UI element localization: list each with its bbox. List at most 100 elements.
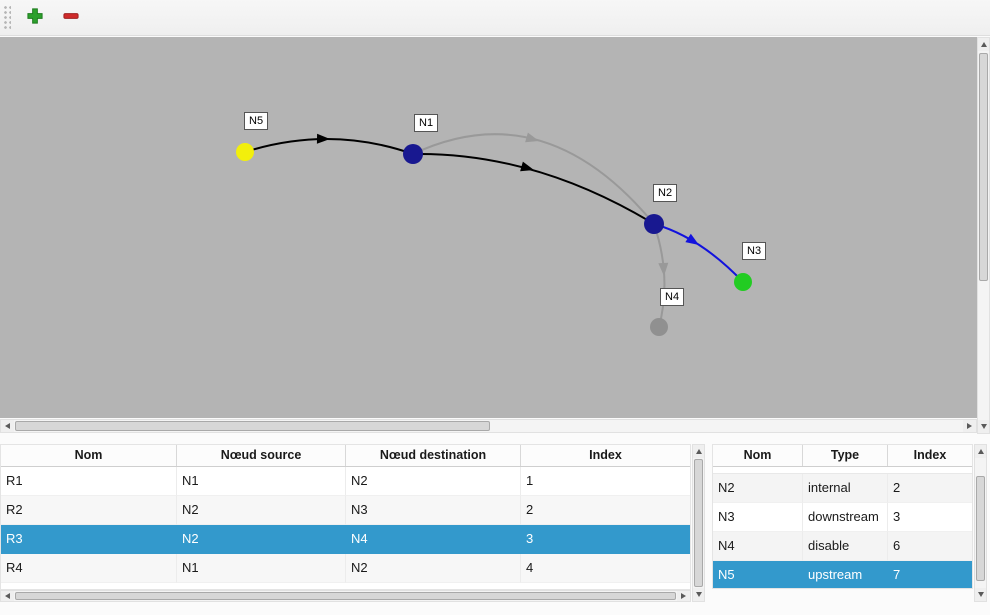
table-cell: R1 (1, 467, 177, 496)
column-header-nom[interactable]: Nom (713, 445, 803, 466)
table-cell: R2 (1, 496, 177, 525)
table-row-N5[interactable]: N5 upstream 7 (713, 561, 972, 588)
scroll-right-button[interactable] (963, 420, 976, 432)
scroll-right-button[interactable] (677, 591, 690, 601)
scroll-left-button[interactable] (1, 420, 14, 432)
table-cell: downstream (803, 503, 888, 532)
table-empty-space (1, 583, 690, 589)
nodes-vscrollbar[interactable] (974, 444, 987, 602)
scroll-thumb[interactable] (15, 421, 490, 431)
table-cell: R3 (6, 531, 23, 546)
scroll-down-button[interactable] (693, 588, 704, 601)
node-label-N2[interactable]: N2 (653, 184, 678, 202)
column-header-index[interactable]: Index (913, 448, 947, 462)
table-cell: N4 (351, 531, 368, 546)
table-cell: N3 (346, 496, 521, 525)
scroll-thumb[interactable] (15, 592, 676, 600)
scroll-track[interactable] (693, 458, 704, 588)
edge-N5-N1[interactable] (244, 138, 414, 155)
arrow-left-icon (5, 423, 10, 429)
arrow-down-icon (980, 424, 987, 429)
table-cell: N1 (177, 467, 346, 496)
table-cell: 1 (521, 467, 690, 496)
arrow-right-icon (967, 423, 972, 429)
table-cell: 7 (893, 567, 901, 582)
scroll-up-button[interactable] (975, 445, 986, 458)
scroll-up-button[interactable] (693, 445, 704, 458)
arrow-up-icon (695, 449, 702, 454)
canvas-vscrollbar[interactable] (977, 37, 990, 434)
table-cell: 2 (888, 474, 972, 503)
scroll-down-button[interactable] (975, 588, 986, 601)
node-label-N4[interactable]: N4 (660, 288, 685, 306)
scroll-track[interactable] (978, 51, 989, 420)
scroll-up-button[interactable] (978, 38, 989, 51)
scroll-track[interactable] (975, 458, 986, 588)
toolbar-grip[interactable] (4, 5, 11, 30)
table-cell: N1 (177, 554, 346, 583)
table-row-R3[interactable]: R3 N2 N4 3 (1, 525, 690, 554)
minus-icon (62, 7, 80, 28)
routes-hscrollbar[interactable] (0, 590, 691, 602)
arrow-right-icon (681, 593, 686, 599)
scroll-thumb[interactable] (979, 53, 988, 281)
table-cell: N5 (718, 567, 735, 582)
scroll-thumb[interactable] (694, 459, 703, 587)
table-cell: 3 (526, 531, 534, 546)
node-N3[interactable] (734, 273, 752, 291)
node-N5[interactable] (236, 143, 254, 161)
routes-vscrollbar[interactable] (692, 444, 705, 602)
table-cell: disable (803, 532, 888, 561)
toolbar (0, 0, 990, 36)
node-label-N5[interactable]: N5 (244, 112, 269, 130)
add-button[interactable] (20, 4, 50, 32)
node-label-N3[interactable]: N3 (742, 242, 767, 260)
plus-icon (26, 7, 44, 28)
node-N1[interactable] (403, 144, 423, 164)
canvas-hscrollbar[interactable] (0, 419, 977, 433)
edge-arrow-icon (316, 133, 330, 144)
arrow-down-icon (695, 592, 702, 597)
column-header-index[interactable]: Index (589, 448, 622, 462)
table-cell: upstream (808, 567, 863, 582)
edge-arrow-icon (520, 161, 534, 172)
edge-N1-N2[interactable] (412, 152, 655, 225)
table-cell: internal (803, 474, 888, 503)
remove-button[interactable] (56, 4, 86, 32)
table-cell: 4 (521, 554, 690, 583)
edge-N2-N4[interactable] (653, 223, 666, 328)
table-cell: N2 (177, 496, 346, 525)
table-cell: N2 (346, 554, 521, 583)
column-header-type[interactable]: Type (803, 445, 888, 466)
scroll-thumb[interactable] (976, 476, 985, 581)
scroll-left-button[interactable] (1, 591, 14, 601)
node-N2[interactable] (644, 214, 664, 234)
edge-N2-N3[interactable] (653, 223, 744, 283)
column-header-n-ud-source[interactable]: Nœud source (177, 445, 346, 466)
table-cell: N2 (182, 531, 199, 546)
table-cell: R4 (1, 554, 177, 583)
column-header-nom[interactable]: Nom (1, 445, 177, 466)
column-header-n-ud-destination[interactable]: Nœud destination (346, 445, 521, 466)
table-cell: N3 (713, 503, 803, 532)
arrow-up-icon (977, 449, 984, 454)
node-N4[interactable] (650, 318, 668, 336)
scroll-track[interactable] (14, 591, 677, 601)
table-row-partial[interactable] (713, 467, 972, 474)
node-label-N1[interactable]: N1 (414, 114, 439, 132)
edge-arrow-icon (525, 132, 539, 143)
edge-N1-N2[interactable] (412, 133, 655, 225)
scroll-track[interactable] (14, 420, 963, 432)
arrow-up-icon (980, 42, 987, 47)
scroll-down-button[interactable] (978, 420, 989, 433)
